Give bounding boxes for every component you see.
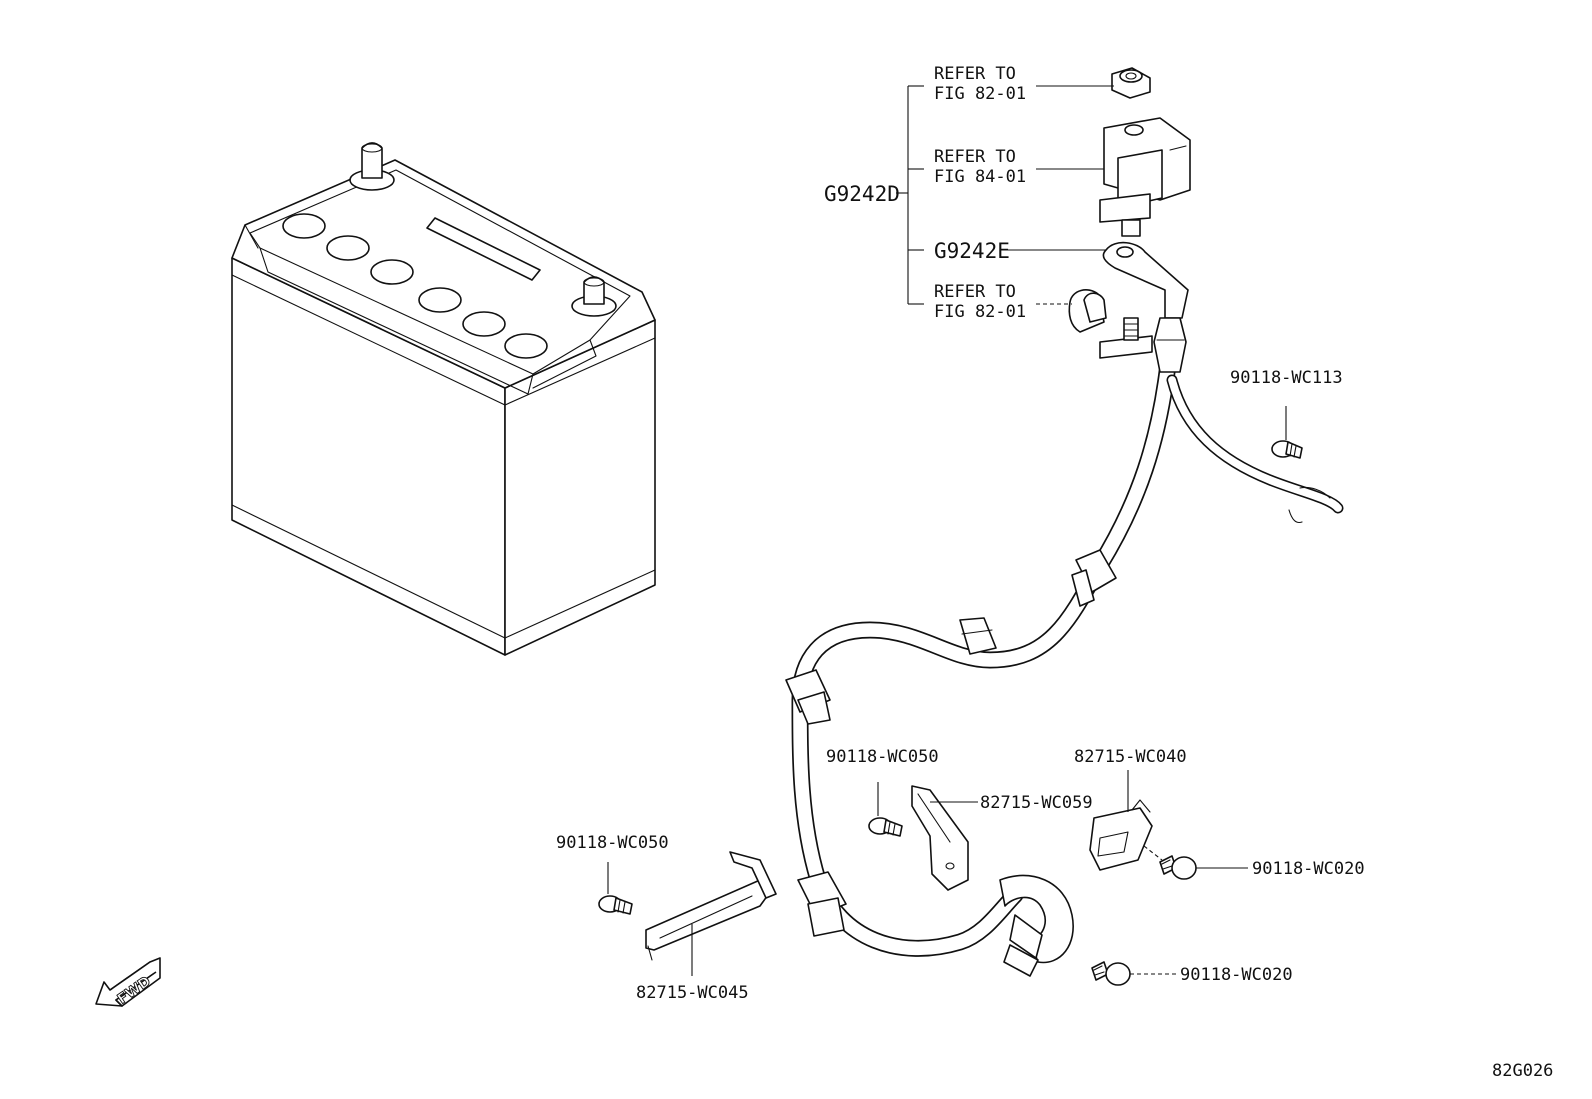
refer-3-line1: REFER TO: [934, 282, 1016, 302]
label-bolt-wc020-upper: 90118-WC020: [1252, 859, 1365, 879]
label-g9242e: G9242E: [934, 239, 1010, 263]
cable-end-terminal: [999, 874, 1074, 977]
bracket-wc045: [645, 851, 777, 961]
cell-cap-2: [326, 235, 370, 261]
cell-cap-4: [418, 287, 462, 313]
figure-code: 82G026: [1492, 1061, 1553, 1081]
bolt-wc113: [1271, 440, 1303, 459]
label-bolt-wc050-left: 90118-WC050: [556, 833, 669, 853]
label-bracket-wc040: 82715-WC040: [1074, 747, 1187, 767]
label-g9242d: G9242D: [824, 182, 900, 206]
harness-clip-1: [1071, 549, 1117, 607]
refer-3-line2: FIG 82-01: [934, 302, 1026, 322]
refer-1-line2: FIG 82-01: [934, 84, 1026, 104]
cell-cap-1: [282, 213, 326, 239]
bolt-wc020-upper: [1159, 855, 1197, 880]
leader-lines: [607, 85, 1287, 976]
cell-cap-5: [462, 311, 506, 337]
fusible-link-block: [1099, 117, 1191, 237]
bolt-wc050-left: [598, 895, 633, 915]
negative-terminal-post: [349, 142, 395, 191]
refer-2-line1: REFER TO: [934, 147, 1016, 167]
forward-direction-arrow: FWD: [95, 957, 161, 1008]
label-bracket-wc059: 82715-WC059: [980, 793, 1093, 813]
harness-clip-4: [797, 871, 847, 937]
terminal-nut: [1111, 67, 1151, 99]
bracket-wc059: [911, 785, 969, 891]
cell-cap-3: [370, 259, 414, 285]
harness-clip-3: [785, 669, 831, 725]
cable-terminal-lug: [1102, 241, 1189, 373]
refer-1-line1: REFER TO: [934, 64, 1016, 84]
refer-2-line2: FIG 84-01: [934, 167, 1026, 187]
label-bolt-wc113: 90118-WC113: [1230, 368, 1343, 388]
bolt-wc020-lower: [1091, 961, 1131, 986]
label-bolt-wc050-center: 90118-WC050: [826, 747, 939, 767]
positive-terminal-post: [571, 276, 617, 317]
bolt-wc050-center: [868, 817, 903, 837]
label-bracket-wc045: 82715-WC045: [636, 983, 749, 1003]
bracket-wc040: [1089, 799, 1153, 871]
harness-clip-2: [959, 617, 997, 655]
labels: G9242D G9242E REFER TO FIG 82-01 REFER T…: [556, 64, 1553, 1081]
cell-cap-6: [504, 333, 548, 359]
terminal-clamp: [1068, 289, 1153, 359]
battery: [231, 142, 656, 656]
battery-cable-harness: [785, 241, 1344, 977]
label-bolt-wc020-lower: 90118-WC020: [1180, 965, 1293, 985]
